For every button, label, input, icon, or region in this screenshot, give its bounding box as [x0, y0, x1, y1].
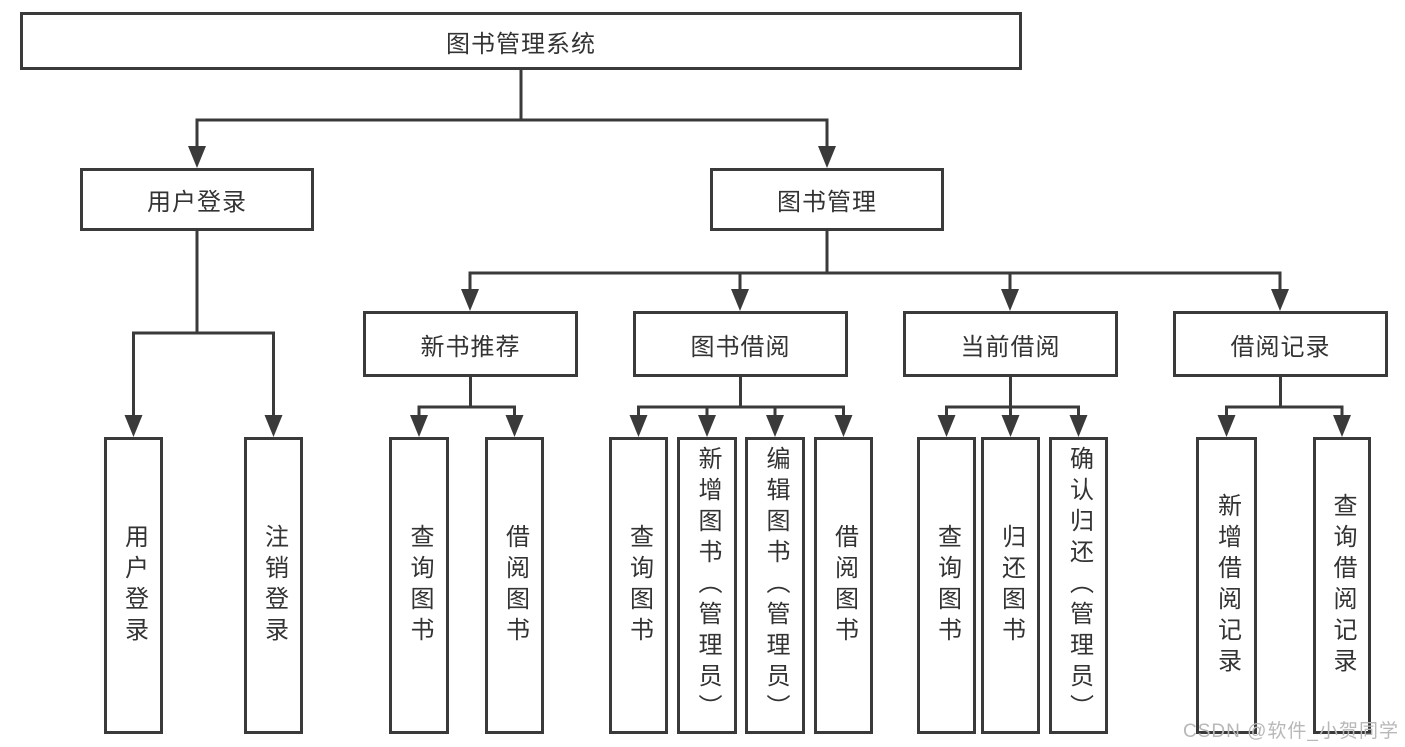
node-new-book-recommend-label: 新书推荐 [420, 333, 521, 361]
node-user-login: 用户登录 [80, 168, 314, 231]
node-book-borrowing: 图书借阅 [633, 311, 848, 377]
node-current-borrowing-label: 当前借阅 [960, 333, 1061, 361]
node-borrowing-records-label: 借阅记录 [1230, 333, 1331, 361]
leaf-logout: 注销登录 [244, 437, 303, 734]
leaf-records-add: 新增借阅记录 [1196, 437, 1257, 734]
leaf-borrow-lend: 借阅图书 [814, 437, 873, 734]
node-book-borrowing-label: 图书借阅 [690, 333, 791, 361]
leaf-borrow-query: 查询图书 [609, 437, 668, 734]
leaf-user-login-label: 用户登录 [120, 523, 148, 648]
leaf-current-return-label: 归还图书 [997, 523, 1025, 648]
leaf-borrow-lend-label: 借阅图书 [830, 523, 858, 648]
node-book-management: 图书管理 [710, 168, 944, 231]
node-user-login-label: 用户登录 [147, 189, 247, 216]
leaf-current-return: 归还图书 [981, 437, 1040, 734]
leaf-current-query-label: 查询图书 [933, 523, 961, 648]
node-new-book-recommend: 新书推荐 [363, 311, 578, 377]
node-book-management-label: 图书管理 [777, 189, 877, 216]
leaf-current-confirm-admin-label: 确认归还（管理员） [1065, 446, 1093, 725]
leaf-newbook-query-label: 查询图书 [406, 523, 433, 648]
node-current-borrowing: 当前借阅 [903, 311, 1118, 377]
leaf-borrow-add-admin-label: 新增图书（管理员） [694, 446, 721, 725]
leaf-logout-label: 注销登录 [260, 523, 288, 648]
leaf-borrow-add-admin: 新增图书（管理员） [677, 437, 737, 734]
leaf-newbook-borrow: 借阅图书 [485, 437, 544, 734]
leaf-borrow-edit-admin-label: 编辑图书（管理员） [762, 446, 789, 725]
leaf-newbook-query: 查询图书 [389, 437, 449, 734]
leaf-records-query-label: 查询借阅记录 [1329, 492, 1356, 679]
csdn-watermark: CSDN @软件_小贺同学 [1183, 721, 1399, 742]
leaf-records-query: 查询借阅记录 [1313, 437, 1371, 734]
node-borrowing-records: 借阅记录 [1173, 311, 1388, 377]
leaf-current-confirm-admin: 确认归还（管理员） [1049, 437, 1108, 734]
leaf-newbook-borrow-label: 借阅图书 [501, 523, 529, 648]
leaf-user-login: 用户登录 [104, 437, 163, 734]
node-root: 图书管理系统 [20, 12, 1022, 70]
leaf-current-query: 查询图书 [917, 437, 976, 734]
leaf-borrow-edit-admin: 编辑图书（管理员） [745, 437, 805, 734]
node-root-label: 图书管理系统 [446, 30, 596, 58]
leaf-borrow-query-label: 查询图书 [625, 523, 653, 648]
leaf-records-add-label: 新增借阅记录 [1213, 492, 1241, 679]
